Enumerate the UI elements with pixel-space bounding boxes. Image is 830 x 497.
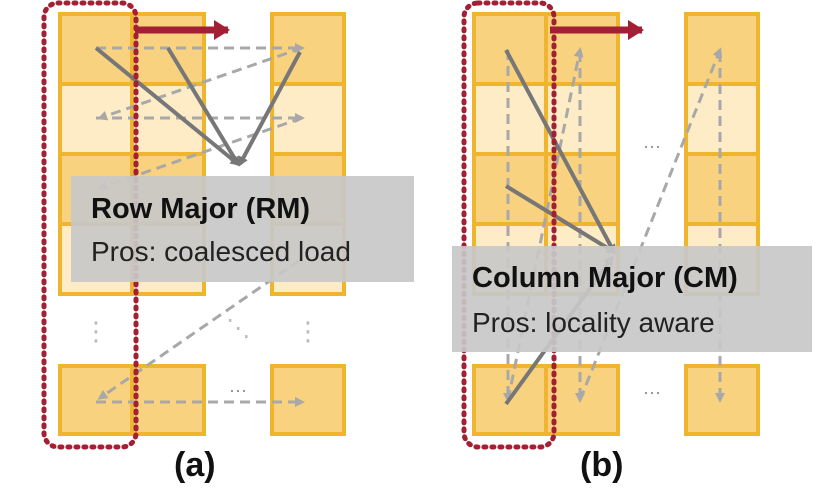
- cell-a-c3-r5: [270, 364, 346, 436]
- panel-b-title: Column Major (CM): [472, 262, 738, 294]
- cell-a-c2-r5: [130, 364, 206, 436]
- panel-a-label-box: [71, 176, 414, 282]
- panel-b-hdots-bottom: ···: [643, 382, 661, 402]
- panel-b-label-box: [452, 246, 812, 352]
- cell-b-c3-r3: [684, 152, 760, 226]
- panel-a-vdots-1: ⋮: [83, 316, 109, 346]
- panel-a-caption: (a): [174, 446, 216, 484]
- panel-a-hdots: ···: [229, 380, 247, 400]
- cell-a-c1-r5: [58, 364, 134, 436]
- cell-a-c3-r2: [270, 82, 346, 156]
- cell-b-c2-r1: [544, 12, 620, 86]
- panel-a-solid-arrows: [94, 46, 302, 167]
- cell-b-c3-r1: [684, 12, 760, 86]
- panel-a-vdots-3: ⋮: [295, 316, 321, 346]
- cell-b-c3-r2: [684, 82, 760, 156]
- panel-a-title: Row Major (RM): [91, 193, 311, 225]
- panel-b-grid: [472, 12, 760, 436]
- cell-a-c3-r1: [270, 12, 346, 86]
- panel-b-highlight-outline: [461, 0, 557, 450]
- panel-a-subtitle: Pros: coalesced load: [91, 236, 351, 267]
- cell-b-c1-r2: [472, 82, 548, 156]
- panel-a-ddots: ⋱: [226, 315, 250, 342]
- panel-b-caption: (b): [580, 446, 624, 484]
- panel-b-subtitle: Pros: locality aware: [472, 307, 715, 338]
- cell-b-c3-r5: [684, 364, 760, 436]
- cell-b-c2-r5: [544, 364, 620, 436]
- panel-b-hdots-mid: ···: [643, 136, 661, 156]
- cell-b-c1-r1: [472, 12, 548, 86]
